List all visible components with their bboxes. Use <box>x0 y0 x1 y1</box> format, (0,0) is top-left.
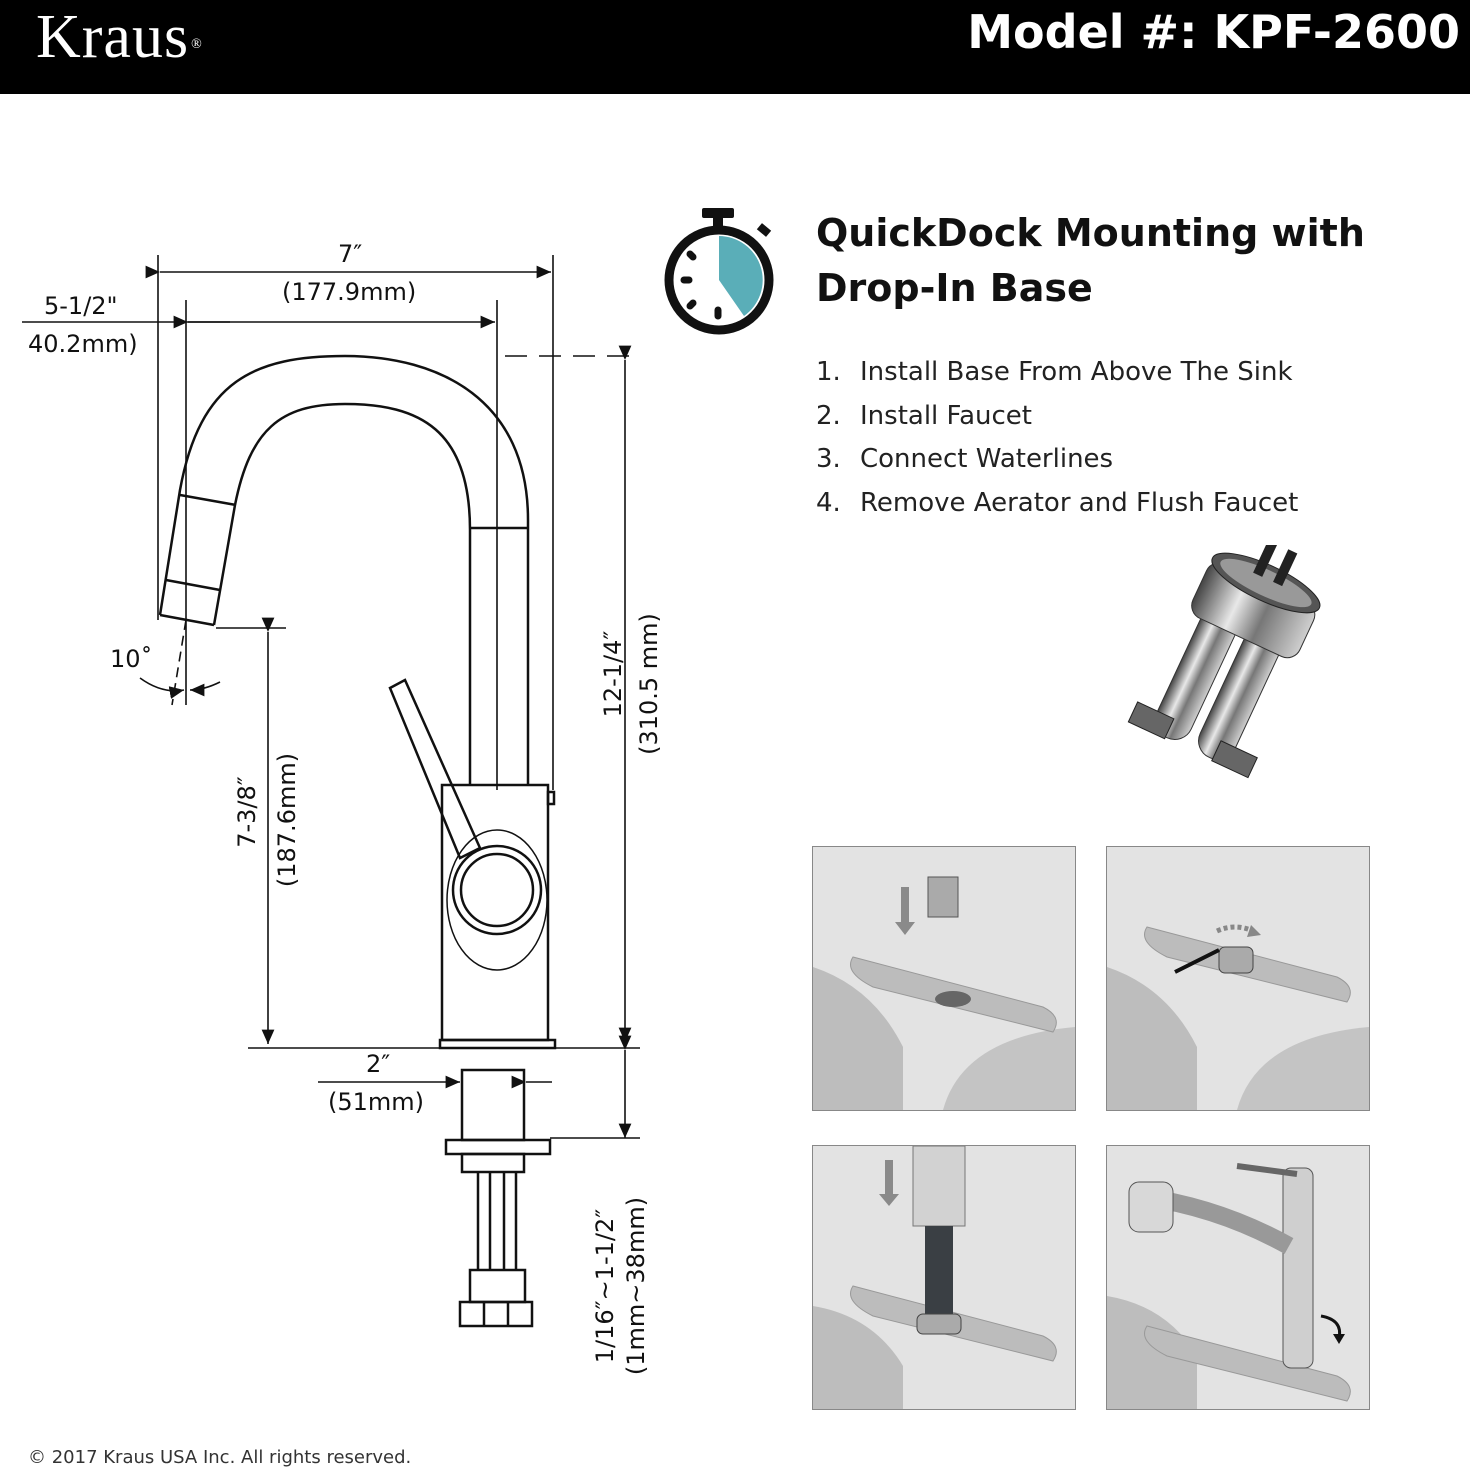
dim-width-in: 7″ <box>338 240 363 268</box>
copyright-notice: © 2017 Kraus USA Inc. All rights reserve… <box>28 1447 412 1468</box>
arrow-down-icon <box>879 1160 899 1206</box>
quickdock-base-image <box>1127 545 1321 779</box>
list-item: 2.Install Faucet <box>816 400 1032 431</box>
step-photo-2 <box>1106 846 1370 1111</box>
stopwatch-icon <box>664 208 774 335</box>
feature-title: QuickDock Mounting with Drop-In Base <box>816 211 1365 310</box>
model-number: Model #: KPF-2600 <box>967 5 1460 59</box>
dim-deck-mm: (1mm~38mm) <box>622 1196 650 1376</box>
step-photo-3 <box>812 1145 1076 1410</box>
dim-height-in: 12-1/4″ <box>599 630 627 718</box>
arrow-down-icon <box>895 887 915 935</box>
step-photo-1 <box>812 846 1076 1111</box>
dim-deck-in: 1/16″~1-1/2″ <box>591 1208 619 1364</box>
dim-base-in: 2″ <box>366 1050 391 1078</box>
faucet-drawing <box>22 255 640 1328</box>
list-item: 4.Remove Aerator and Flush Faucet <box>816 487 1299 518</box>
brand-logo: Kraus® <box>36 3 203 71</box>
rotate-arrow-icon <box>1320 1314 1345 1344</box>
list-item: 1.Install Base From Above The Sink <box>816 357 1293 387</box>
dim-reach-mm: 40.2mm) <box>28 330 138 358</box>
installation-steps: 1.Install Base From Above The Sink 2.Ins… <box>816 352 1298 526</box>
step-photo-4 <box>1106 1145 1370 1410</box>
dim-spout-in: 7-3/8″ <box>233 776 261 848</box>
dim-spout-mm: (187.6mm) <box>273 752 301 888</box>
list-item: 3.Connect Waterlines <box>816 444 1114 474</box>
dim-base-mm: (51mm) <box>328 1088 425 1116</box>
dim-angle: 10˚ <box>110 645 153 673</box>
header-bar: Kraus® Model #: KPF-2600 <box>0 0 1470 94</box>
dim-reach-in: 5-1/2" <box>44 292 118 320</box>
rotate-arrow-icon <box>1215 924 1261 937</box>
dim-width-mm: (177.9mm) <box>282 278 417 306</box>
dim-height-mm: (310.5 mm) <box>635 613 663 755</box>
